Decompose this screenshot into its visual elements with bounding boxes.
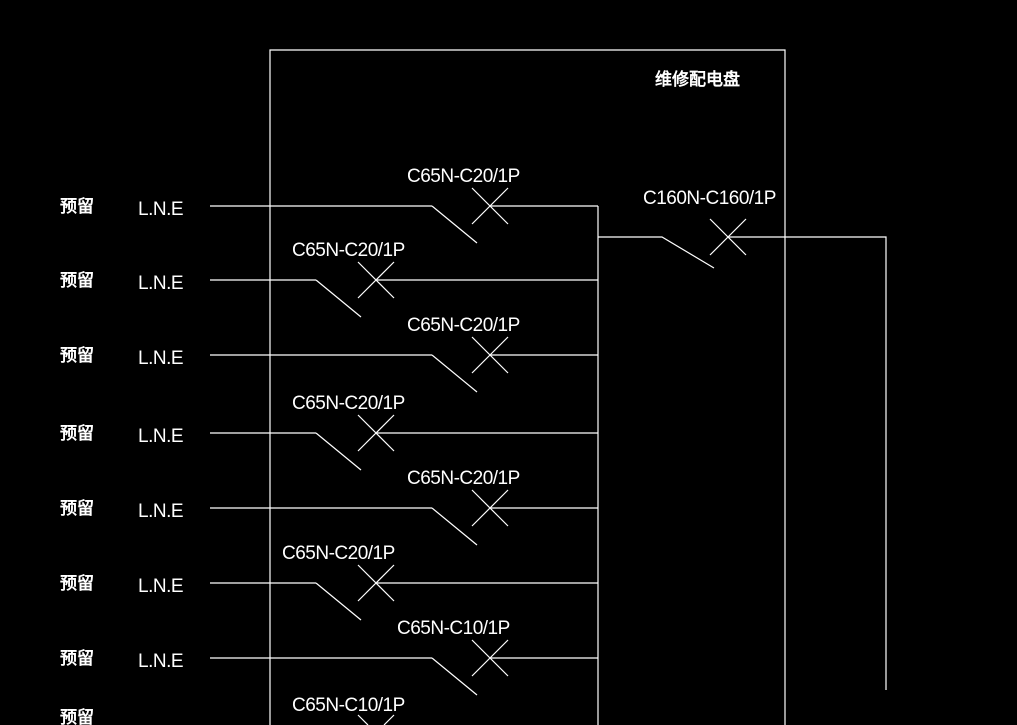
- circuit-name: 预留: [60, 498, 94, 518]
- breaker-label: C65N-C20/1P: [292, 240, 405, 261]
- breaker-contact: [315, 582, 362, 621]
- circuit-name: 预留: [60, 196, 94, 216]
- circuit-phase: L.N.E: [138, 426, 183, 447]
- circuit-phase: L.N.E: [138, 651, 183, 672]
- circuit-phase: L.N.E: [138, 273, 183, 294]
- circuit-row: 预留 C65N-C10/1P: [60, 695, 405, 725]
- circuit-phase: L.N.E: [138, 576, 183, 597]
- breaker-label: C65N-C20/1P: [407, 468, 520, 489]
- circuit-name: 预留: [60, 648, 94, 668]
- circuit-phase: L.N.E: [138, 348, 183, 369]
- breaker-contact: [431, 657, 478, 696]
- panel-enclosure: [269, 49, 786, 725]
- circuit-name: 预留: [60, 423, 94, 443]
- breaker-label: C65N-C20/1P: [282, 543, 395, 564]
- breaker-x-mark: [357, 714, 369, 725]
- breaker-label: C65N-C10/1P: [397, 618, 510, 639]
- breaker-contact: [431, 205, 478, 244]
- circuit-row: 预留 L.N.E C65N-C20/1P: [60, 393, 598, 471]
- circuit-phase: L.N.E: [138, 199, 183, 220]
- breaker-contact: [431, 507, 478, 546]
- breaker-contact: [315, 279, 362, 318]
- circuit-name: 预留: [60, 270, 94, 290]
- circuit-row: 预留 L.N.E C65N-C20/1P: [60, 166, 598, 244]
- circuit-row: 预留 L.N.E C65N-C20/1P: [60, 543, 598, 621]
- circuit-row: 预留 L.N.E C65N-C20/1P: [60, 240, 598, 318]
- breaker-contact: [431, 354, 478, 393]
- circuit-row: 预留 L.N.E C65N-C10/1P: [60, 618, 598, 696]
- circuit-row: 预留 L.N.E C65N-C20/1P: [60, 468, 598, 546]
- circuit-name: 预留: [60, 573, 94, 593]
- breaker-label: C65N-C10/1P: [292, 695, 405, 716]
- breaker-label: C65N-C20/1P: [292, 393, 405, 414]
- circuit-row: 预留 L.N.E C65N-C20/1P: [60, 315, 598, 393]
- breaker-label: C65N-C20/1P: [407, 166, 520, 187]
- panel-title: 维修配电盘: [655, 69, 740, 89]
- main-breaker-label: C160N-C160/1P: [643, 188, 776, 209]
- breaker-contact: [315, 432, 362, 471]
- main-breaker-contact: [598, 236, 715, 269]
- circuit-name: 预留: [60, 345, 94, 365]
- circuit-phase: L.N.E: [138, 501, 183, 522]
- circuit-name: 预留: [60, 707, 94, 725]
- breaker-label: C65N-C20/1P: [407, 315, 520, 336]
- incoming-feeder: [728, 236, 887, 690]
- breaker-x-mark: [383, 714, 395, 725]
- main-breaker: C160N-C160/1P: [598, 188, 887, 690]
